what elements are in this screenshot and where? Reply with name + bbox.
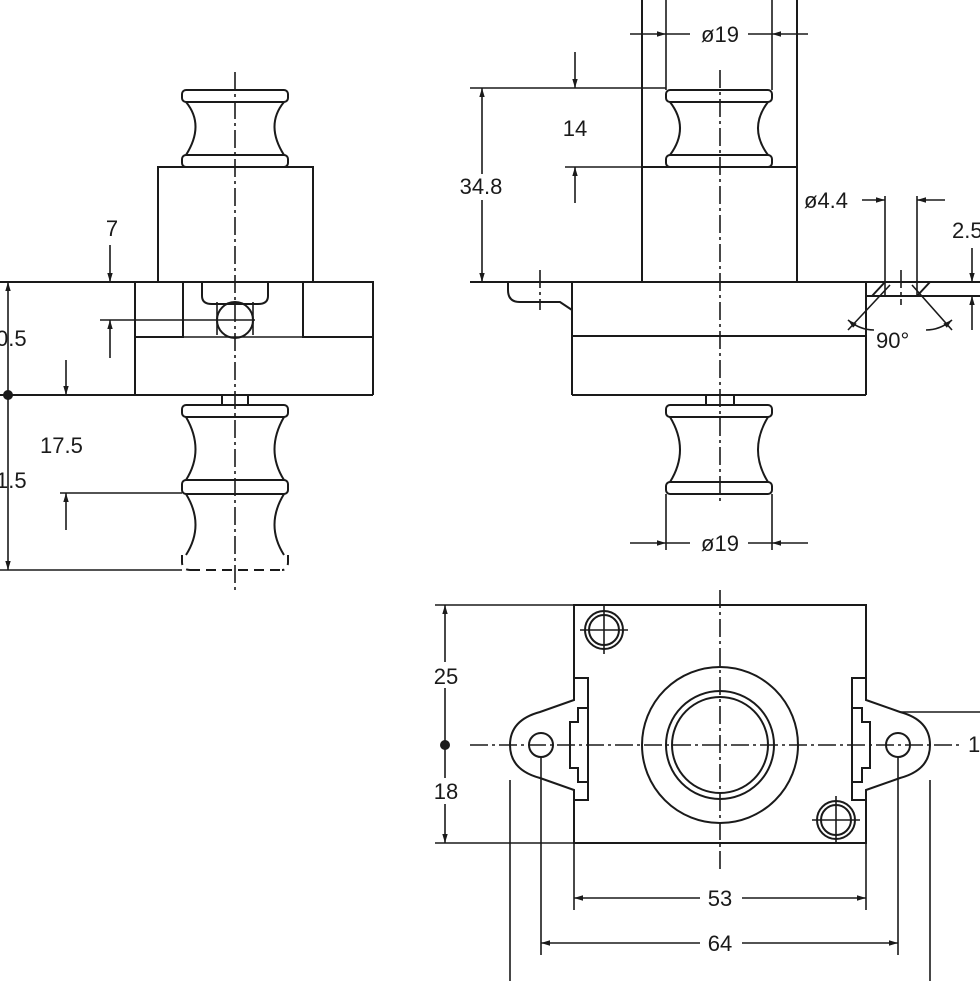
dim-41-5: 1.5 — [0, 468, 27, 493]
dim-dia19-bottom: ø19 — [701, 531, 739, 556]
side-top-roller — [665, 89, 773, 168]
dim-dia19-top: ø19 — [701, 22, 739, 47]
dim-17-5: 17.5 — [40, 433, 83, 458]
side-bottom-roller — [665, 394, 773, 495]
dim-90-deg: 90° — [876, 328, 909, 353]
dim-2-5: 2.5 — [952, 218, 980, 243]
dim-7: 7 — [106, 216, 118, 241]
side-view: ø19 14 34.8 ø4.4 2.5 90° ø19 — [450, 0, 980, 556]
dim-53: 53 — [708, 886, 732, 911]
dim-10-5: 0.5 — [0, 326, 27, 351]
side-base — [470, 196, 980, 396]
dim-25: 25 — [434, 664, 458, 689]
dim-34-8: 34.8 — [460, 174, 503, 199]
top-view: 25 18 53 64 1 — [428, 590, 980, 981]
front-view: 7 0.5 17.5 1.5 — [0, 72, 374, 590]
screw-hole-bottom — [812, 796, 860, 844]
dim-64: 64 — [708, 931, 732, 956]
screw-hole-top — [580, 606, 628, 654]
dim-right-edge: 1 — [968, 732, 980, 757]
front-base-plate — [0, 281, 374, 396]
dim-18: 18 — [434, 779, 458, 804]
dim-14: 14 — [563, 116, 587, 141]
dim-dia4-4: ø4.4 — [804, 188, 848, 213]
